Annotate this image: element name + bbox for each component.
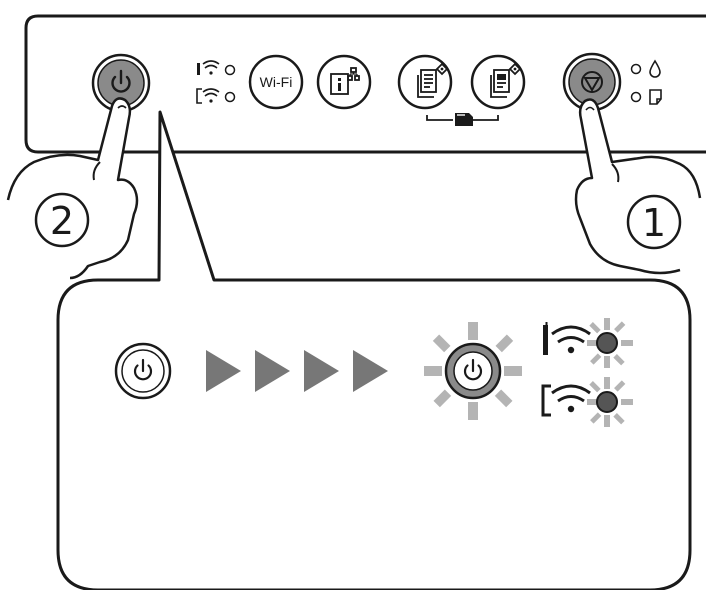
two-sided-copy-icon bbox=[455, 113, 473, 126]
step-1-number: 1 bbox=[642, 201, 666, 245]
wifi-lamp-lit bbox=[597, 333, 617, 353]
color-copy-button[interactable] bbox=[472, 56, 524, 108]
callout-power-button-lit bbox=[424, 322, 522, 420]
wifi-direct-lamp-lit bbox=[597, 392, 617, 412]
paper-icon bbox=[650, 90, 661, 104]
step-1-badge: 1 bbox=[628, 196, 680, 248]
step-2-badge: 2 bbox=[36, 194, 88, 246]
wifi-button-label: Wi-Fi bbox=[260, 74, 293, 90]
wifi-button[interactable]: Wi-Fi bbox=[250, 56, 302, 108]
network-status-button[interactable] bbox=[318, 56, 370, 108]
wifi-direct-lamp bbox=[226, 93, 235, 102]
step-2-number: 2 bbox=[50, 199, 74, 243]
callout-power-button-off bbox=[116, 344, 170, 398]
wifi-lamp bbox=[226, 66, 235, 75]
bw-copy-button[interactable] bbox=[399, 56, 451, 108]
